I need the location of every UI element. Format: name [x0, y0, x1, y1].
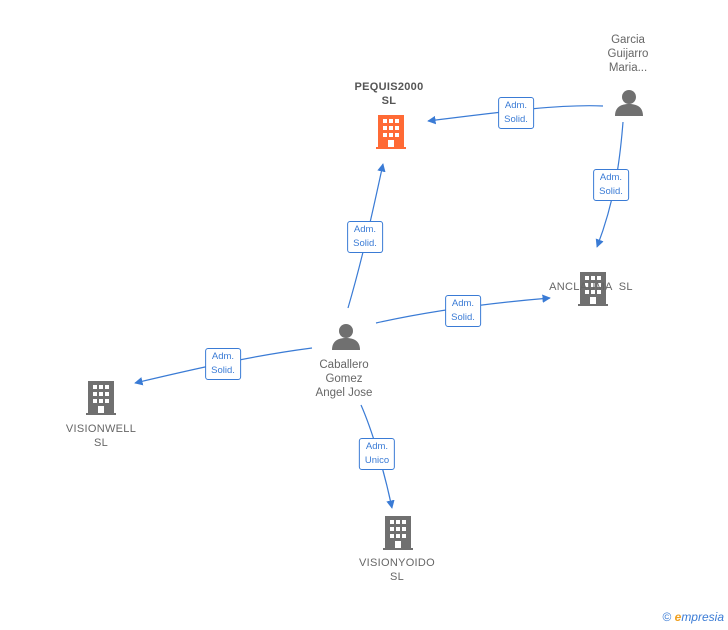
edge-label-caballero-anclauma[interactable]: Adm. Solid.: [445, 295, 481, 327]
brand-watermark: © empresia: [662, 610, 724, 624]
edge-label-caballero-visionwell[interactable]: Adm. Solid.: [205, 348, 241, 380]
building-icon[interactable]: [376, 115, 406, 149]
person-icon[interactable]: [615, 90, 643, 116]
node-label-visionwell[interactable]: VISIONWELL SL: [65, 423, 137, 449]
node-label-anclauma[interactable]: ANCLAUMA SL: [549, 281, 633, 293]
brand-logo-initial: e: [674, 610, 682, 624]
building-icon[interactable]: [86, 381, 116, 415]
edge-label-caballero-visionyoido[interactable]: Adm. Unico: [358, 438, 396, 470]
node-label-garcia[interactable]: Garcia Guijarro Maria...: [607, 34, 649, 74]
node-label-pequis2000[interactable]: PEQUIS2000 SL: [354, 81, 424, 107]
building-icon[interactable]: [578, 272, 608, 306]
edge-label-garcia-pequis2000[interactable]: Adm. Solid.: [498, 97, 534, 129]
copyright-symbol: ©: [662, 610, 672, 624]
node-label-visionyoido[interactable]: VISIONYOIDO SL: [358, 557, 436, 583]
edge-label-garcia-anclauma[interactable]: Adm. Solid.: [593, 169, 629, 201]
brand-logo-text: mpresia: [681, 610, 724, 624]
building-icon[interactable]: [383, 516, 413, 550]
edge-label-caballero-pequis2000[interactable]: Adm. Solid.: [347, 221, 383, 253]
person-icon[interactable]: [332, 324, 360, 350]
node-label-caballero[interactable]: Caballero Gomez Angel Jose: [315, 359, 373, 399]
